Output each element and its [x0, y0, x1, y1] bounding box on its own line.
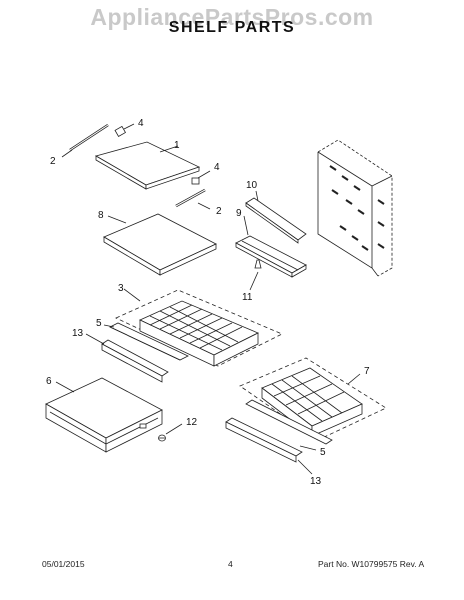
footer-date: 05/01/2015: [42, 559, 85, 569]
part-clip-upper: [114, 125, 127, 138]
part-front-panel-right: [225, 417, 303, 463]
part-rod-upper: [69, 123, 109, 152]
callout-7: 7: [364, 366, 370, 377]
callout-12: 12: [186, 417, 198, 428]
part-strip-left: [109, 322, 189, 361]
callout-1: 1: [174, 140, 180, 151]
callout-5b: 5: [320, 447, 326, 458]
callout-2b: 2: [216, 206, 222, 217]
callout-11: 11: [242, 292, 253, 303]
part-clip-lower: [191, 177, 200, 185]
callout-13b: 13: [310, 476, 322, 487]
part-strip-right: [245, 399, 333, 445]
callout-6: 6: [46, 376, 52, 387]
footer-part-number: Part No. W10799575 Rev. A: [318, 559, 425, 569]
callout-4a: 4: [138, 118, 144, 129]
callout-2a: 2: [50, 156, 56, 167]
page-title: SHELF PARTS: [168, 19, 296, 36]
callout-5a: 5: [96, 318, 102, 329]
part-drawer-base: [45, 377, 163, 453]
callout-3: 3: [118, 283, 124, 294]
callout-4b: 4: [214, 162, 220, 173]
footer-page-number: 4: [228, 559, 233, 569]
part-knob: [254, 259, 262, 269]
part-rod-lower: [175, 188, 206, 208]
watermark: AppliancePartsPros.com: [90, 4, 374, 30]
part-wire-drawer-left: [115, 289, 283, 367]
cabinet-frame: [317, 139, 393, 277]
part-glass-shelf: [94, 141, 201, 190]
callout-8: 8: [98, 210, 104, 221]
callout-13a: 13: [72, 328, 84, 339]
part-trim-strip: [245, 197, 307, 244]
part-screw: [158, 434, 166, 442]
callout-9: 9: [236, 208, 242, 219]
part-channel-bracket: [235, 235, 307, 278]
part-glass-shelf-2: [103, 213, 217, 276]
callout-10: 10: [246, 180, 258, 191]
part-front-panel-left: [101, 339, 169, 383]
